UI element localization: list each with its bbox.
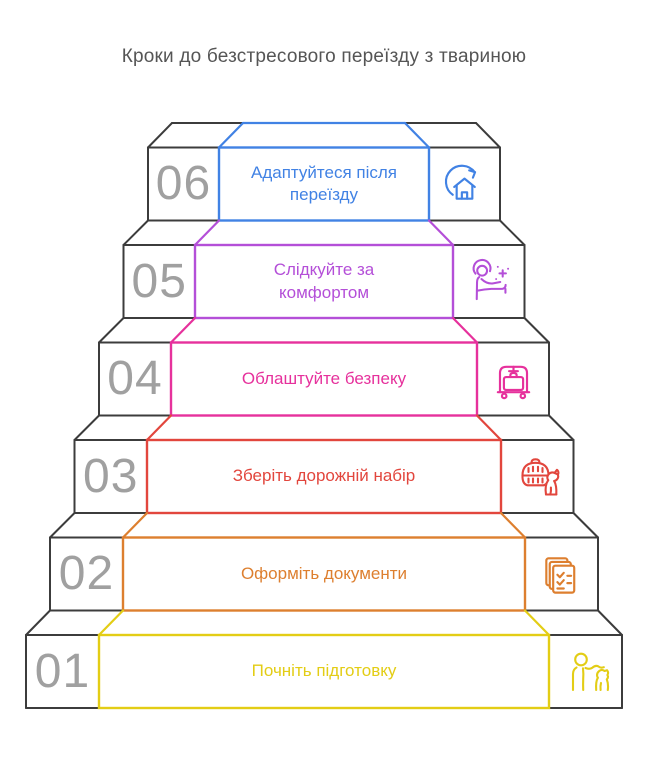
person-with-dog-icon (571, 652, 609, 691)
step-icon (429, 148, 500, 221)
step-icon (525, 538, 598, 611)
step-icon (453, 245, 525, 318)
documents-checklist-icon (545, 556, 576, 594)
step-label: Зберіть дорожній набір (232, 466, 416, 486)
person-relaxing-icon (472, 258, 510, 301)
step-number: 03 (83, 449, 139, 503)
step-number: 01 (34, 644, 91, 698)
step-label: Адаптуйтеся після переїзду (251, 162, 397, 204)
step-label: Оформіть документи (240, 563, 408, 583)
step-icon (501, 440, 574, 513)
step-label: Слідкуйте за комфортом (273, 260, 375, 302)
step-label: Облаштуйте безпеку (241, 368, 407, 388)
step-icon (549, 635, 622, 708)
step-number: 05 (131, 254, 187, 308)
page-title: Кроки до безстресового переїзду з тварин… (121, 46, 527, 67)
step-label: Почніть підготовку (251, 661, 397, 681)
step-icon (477, 343, 549, 416)
pet-carrier-dog-icon (521, 457, 560, 496)
luggage-cart-icon (496, 365, 530, 399)
house-refresh-icon (444, 164, 477, 200)
step-number: 04 (107, 352, 163, 405)
step-number: 02 (58, 547, 115, 600)
step-number: 06 (155, 157, 212, 210)
